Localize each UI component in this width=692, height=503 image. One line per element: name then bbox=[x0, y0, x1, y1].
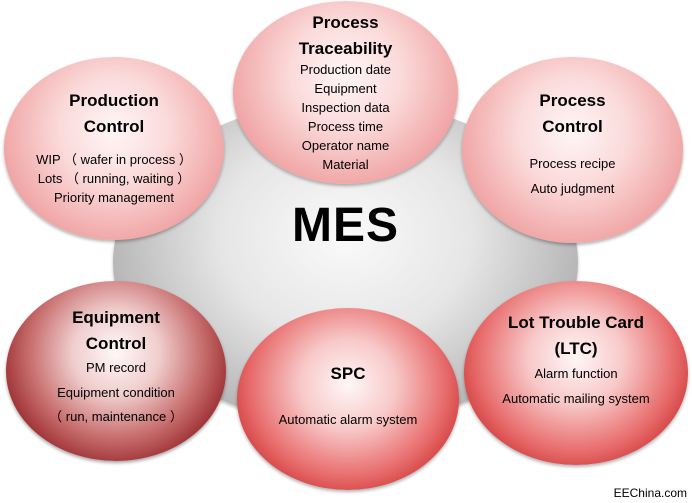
source-credit: EEChina.com bbox=[613, 486, 687, 500]
process-control-node: Process Control Process recipe Auto judg… bbox=[462, 57, 683, 243]
title-line: Control bbox=[542, 117, 603, 136]
list-item: Lots （ running, waiting ） bbox=[37, 171, 191, 186]
production-control-title: Production Control bbox=[4, 88, 224, 140]
equipment-control-title: Equipment Control bbox=[6, 305, 226, 357]
title-line: Process bbox=[539, 91, 606, 110]
equipment-control-items: PM record Equipment condition （ run, mai… bbox=[6, 356, 226, 430]
list-item: PM record bbox=[86, 360, 146, 375]
list-item: Automatic mailing system bbox=[502, 391, 650, 406]
production-control-node: Production Control WIP （ wafer in proces… bbox=[4, 57, 224, 240]
list-item: Equipment condition bbox=[57, 384, 175, 400]
lot-trouble-card-items: Alarm function Automatic mailing system bbox=[464, 361, 688, 411]
title-line: Production bbox=[69, 91, 159, 110]
mes-core-label: MES bbox=[291, 199, 399, 252]
lot-trouble-card-node: Lot Trouble Card (LTC) Alarm function Au… bbox=[464, 281, 688, 465]
list-item: Equipment bbox=[314, 81, 377, 96]
lot-trouble-card-title: Lot Trouble Card (LTC) bbox=[464, 310, 688, 362]
title-line: Control bbox=[85, 334, 147, 353]
title-line: SPC bbox=[330, 364, 366, 383]
spc-title: SPC bbox=[237, 361, 459, 387]
title-line: Lot Trouble Card bbox=[508, 313, 644, 332]
list-item: Process recipe bbox=[529, 156, 616, 171]
list-item: Production date bbox=[299, 62, 392, 77]
title-line: Control bbox=[83, 117, 145, 136]
title-line: Traceability bbox=[298, 39, 393, 58]
list-item: Auto judgment bbox=[530, 181, 615, 196]
list-item: Inspection data bbox=[301, 100, 390, 115]
production-control-items: WIP （ wafer in process ） Lots （ running,… bbox=[4, 150, 224, 207]
list-item: Priority management bbox=[54, 190, 174, 205]
spc-items: Automatic alarm system bbox=[237, 410, 459, 429]
spc-node: SPC Automatic alarm system bbox=[237, 308, 459, 490]
process-control-title: Process Control bbox=[462, 88, 683, 140]
process-traceability-title: Process Traceability bbox=[233, 10, 458, 62]
list-item: Automatic alarm system bbox=[278, 412, 418, 427]
list-item: Process time bbox=[307, 119, 384, 134]
list-item: Material bbox=[322, 157, 369, 172]
list-item: Operator name bbox=[301, 138, 390, 153]
title-line: Equipment bbox=[72, 308, 160, 327]
title-line: (LTC) bbox=[554, 339, 598, 358]
process-control-items: Process recipe Auto judgment bbox=[462, 151, 683, 201]
list-item: Alarm function bbox=[534, 366, 618, 381]
title-line: Process bbox=[312, 13, 379, 32]
process-traceability-items: Production date Equipment Inspection dat… bbox=[233, 60, 458, 174]
process-traceability-node: Process Traceability Production date Equ… bbox=[233, 1, 458, 184]
list-item: （ run, maintenance ） bbox=[49, 409, 183, 424]
list-item: WIP （ wafer in process ） bbox=[36, 152, 192, 167]
equipment-control-node: Equipment Control PM record Equipment co… bbox=[6, 281, 226, 461]
